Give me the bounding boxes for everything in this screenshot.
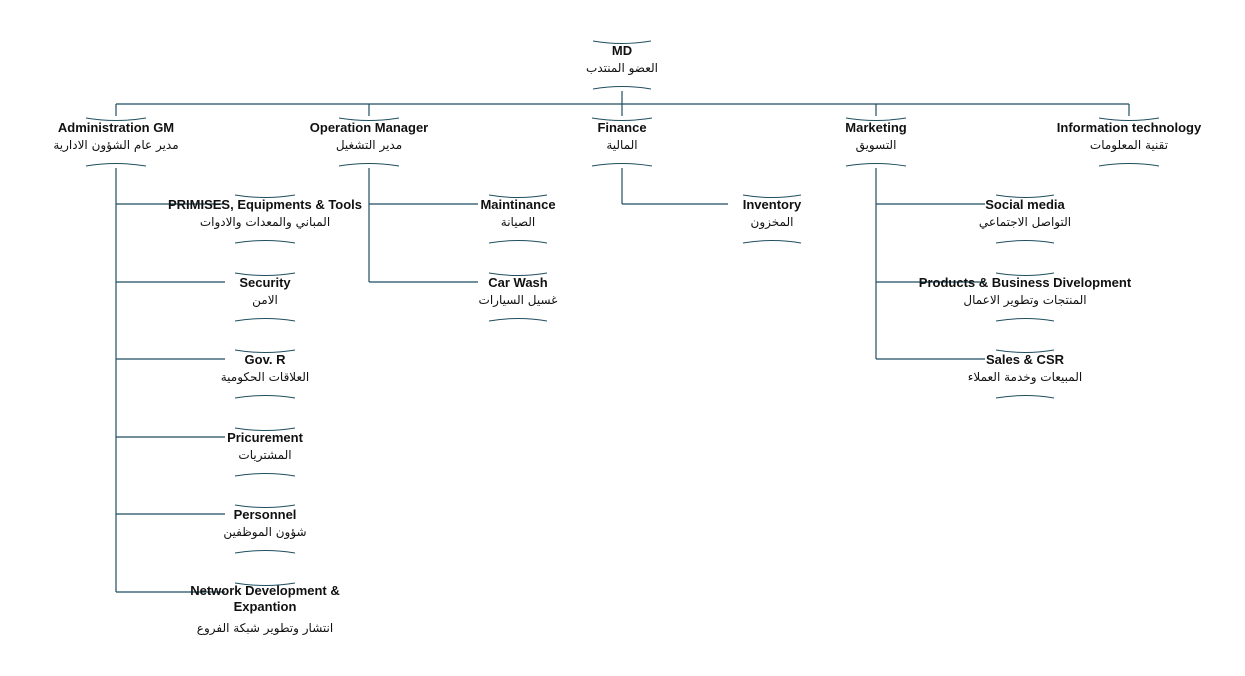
node-admin-child-2-top-arc: [234, 349, 296, 353]
node-dept-finance-top-arc: [591, 117, 653, 121]
node-admin-child-1-bottom-arc: [234, 318, 296, 322]
node-operation-child-0-bottom-arc: [488, 240, 548, 244]
admin-child-0-label-ar: المباني والمعدات والادوات: [200, 215, 330, 230]
node-admin-child-0: PRIMISES, Equipments & Tools المباني والم…: [168, 194, 362, 244]
node-dept-finance-bottom-arc: [591, 163, 653, 167]
node-root-top-arc: [592, 40, 652, 44]
node-admin-child-0-top-arc: [234, 194, 296, 198]
node-marketing-child-0: Social media التواصل الاجتماعي: [979, 194, 1071, 244]
node-marketing-child-2-bottom-arc: [995, 395, 1055, 399]
node-root-bottom-arc: [592, 86, 652, 90]
node-dept-it-top-arc: [1098, 117, 1160, 121]
node-dept-admin-top-arc: [85, 117, 147, 121]
finance-child-0-label: Inventory: [743, 197, 802, 212]
node-marketing-child-0-bottom-arc: [995, 240, 1055, 244]
node-operation-child-1: Car Wash غسيل السيارات: [479, 272, 558, 322]
admin-child-4-label-ar: شؤون الموظفين: [223, 525, 306, 540]
node-marketing-child-0-top-arc: [995, 194, 1055, 198]
node-admin-child-3-bottom-arc: [234, 473, 296, 477]
admin-child-2-label: Gov. R: [245, 352, 287, 367]
operation-child-0-label-ar: الصيانة: [501, 215, 535, 229]
dept-marketing-label: Marketing: [845, 120, 906, 135]
operation-child-0-label: Maintinance: [480, 197, 555, 212]
node-admin-child-0-bottom-arc: [234, 240, 296, 244]
admin-child-3-label-ar: المشتريات: [238, 448, 291, 463]
node-dept-operation-bottom-arc: [338, 163, 400, 167]
node-marketing-child-1-top-arc: [995, 272, 1055, 276]
node-dept-marketing-top-arc: [845, 117, 907, 121]
admin-child-5-label-ar: انتشار وتطوير شبكة الفروع: [197, 621, 333, 636]
dept-operation-label-ar: مدير التشغيل: [336, 138, 402, 153]
dept-finance-label-ar: المالية: [606, 138, 637, 152]
admin-child-3-label: Pricurement: [227, 430, 304, 445]
root-label-ar: العضو المنتدب: [586, 61, 658, 76]
node-admin-child-4: Personnel شؤون الموظفين: [223, 504, 307, 554]
node-admin-child-1-top-arc: [234, 272, 296, 276]
admin-child-1-label: Security: [239, 275, 291, 290]
node-marketing-child-1: Products & Business Divelopment المنتجات …: [919, 272, 1132, 322]
node-admin-child-2: Gov. R العلاقات الحكومية: [221, 349, 310, 399]
node-dept-it-bottom-arc: [1098, 163, 1160, 167]
node-dept-marketing: Marketing التسويق: [845, 117, 907, 167]
admin-child-0-label: PRIMISES, Equipments & Tools: [168, 197, 362, 212]
node-operation-child-0: Maintinance الصيانة: [480, 194, 556, 244]
chart-nodes: MD العضو المنتدب Administration GM مدير عام…: [53, 40, 1202, 636]
operation-child-1-label: Car Wash: [488, 275, 548, 290]
admin-child-4-label: Personnel: [234, 507, 297, 522]
marketing-child-2-label: Sales & CSR: [986, 352, 1065, 367]
admin-child-5-label: Network Development &Expantion: [190, 583, 340, 614]
node-marketing-child-2: Sales & CSR المبيعات وخدمة العملاء: [968, 349, 1082, 399]
dept-admin-label: Administration GM: [58, 120, 174, 135]
marketing-child-0-label-ar: التواصل الاجتماعي: [979, 215, 1071, 230]
admin-child-2-label-ar: العلاقات الحكومية: [221, 370, 310, 385]
connector-lines: [115, 91, 1130, 593]
node-admin-child-5: Network Development &Expantion انتشار وتط…: [190, 582, 340, 636]
operation-child-1-label-ar: غسيل السيارات: [479, 293, 558, 308]
node-admin-child-3: Pricurement المشتريات: [227, 427, 304, 477]
node-dept-it: Information technology تقنية المعلومات: [1057, 117, 1202, 167]
node-admin-child-1: Security الامن: [234, 272, 296, 322]
dept-it-label: Information technology: [1057, 120, 1202, 135]
dept-marketing-label-ar: التسويق: [856, 138, 897, 153]
node-admin-child-4-top-arc: [234, 504, 296, 508]
node-operation-child-1-top-arc: [488, 272, 548, 276]
admin-child-1-label-ar: الامن: [252, 293, 278, 308]
node-admin-child-3-top-arc: [234, 427, 296, 431]
node-dept-finance: Finance المالية: [591, 117, 653, 167]
root-label: MD: [612, 43, 632, 58]
node-finance-child-0: Inventory المخزون: [742, 194, 802, 244]
node-root: MD العضو المنتدب: [586, 40, 658, 90]
finance-child-0-label-ar: المخزون: [751, 215, 794, 230]
node-marketing-child-1-bottom-arc: [995, 318, 1055, 322]
node-marketing-child-2-top-arc: [995, 349, 1055, 353]
marketing-child-1-label: Products & Business Divelopment: [919, 275, 1132, 290]
dept-operation-label: Operation Manager: [310, 120, 428, 135]
node-admin-child-2-bottom-arc: [234, 395, 296, 399]
dept-finance-label: Finance: [597, 120, 646, 135]
node-operation-child-1-bottom-arc: [488, 318, 548, 322]
node-dept-operation: Operation Manager مدير التشغيل: [310, 117, 428, 167]
node-admin-child-4-bottom-arc: [234, 550, 296, 554]
marketing-child-2-label-ar: المبيعات وخدمة العملاء: [968, 370, 1082, 385]
marketing-child-1-label-ar: المنتجات وتطوير الاعمال: [963, 293, 1086, 308]
node-finance-child-0-top-arc: [742, 194, 802, 198]
node-admin-child-5-top-arc: [234, 582, 296, 586]
dept-it-label-ar: تقنية المعلومات: [1090, 138, 1168, 153]
node-dept-operation-top-arc: [338, 117, 400, 121]
node-dept-marketing-bottom-arc: [845, 163, 907, 167]
node-operation-child-0-top-arc: [488, 194, 548, 198]
node-finance-child-0-bottom-arc: [742, 240, 802, 244]
node-dept-admin: Administration GM مدير عام الشؤون الاداري…: [53, 117, 179, 167]
node-dept-admin-bottom-arc: [85, 163, 147, 167]
marketing-child-0-label: Social media: [985, 197, 1065, 212]
dept-admin-label-ar: مدير عام الشؤون الادارية: [53, 138, 178, 153]
